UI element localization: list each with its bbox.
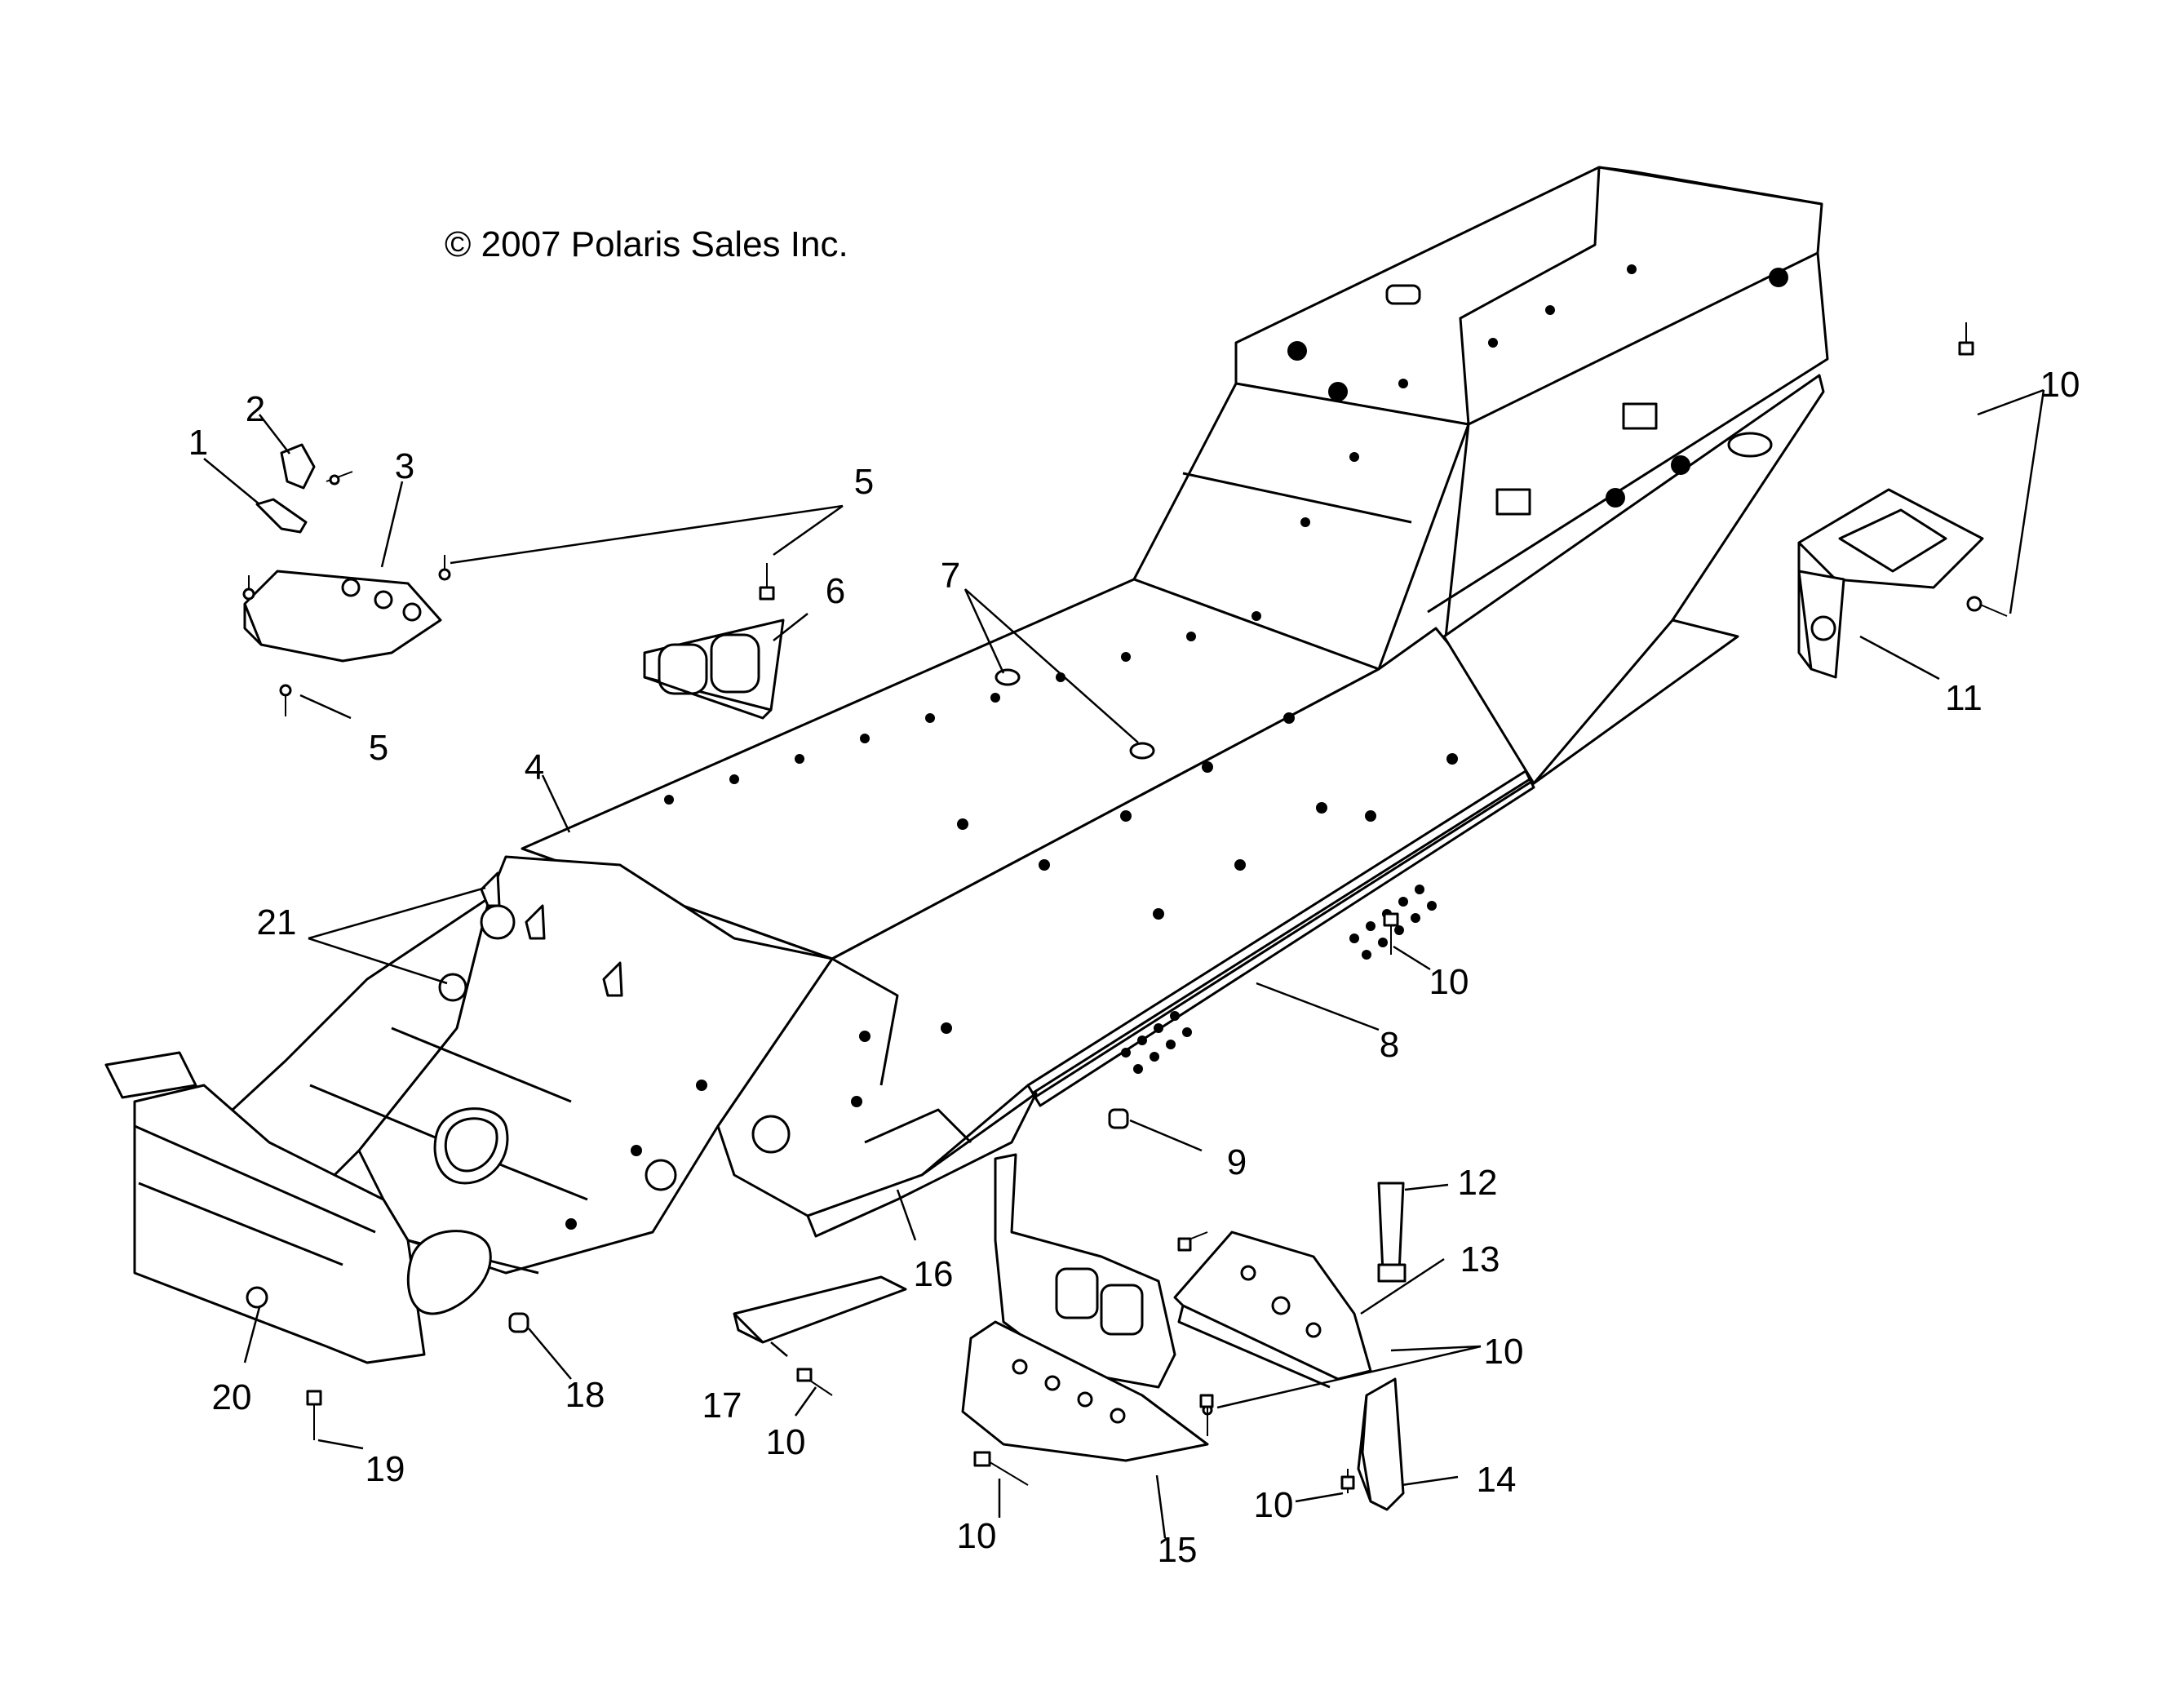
- callout-14: 14: [1476, 1460, 1517, 1500]
- callout-13: 13: [1460, 1239, 1500, 1279]
- callout-5-left: 5: [368, 728, 389, 768]
- part-3-bracket: [242, 570, 442, 663]
- part-9-grommet: [1108, 1108, 1129, 1129]
- callout-10-mid: 10: [1429, 962, 1469, 1002]
- callout-10-bottom: 10: [956, 1516, 997, 1556]
- callout-9: 9: [1226, 1142, 1247, 1182]
- callout-3: 3: [394, 446, 415, 486]
- part-13-panel: [1173, 1230, 1372, 1389]
- callout-5-top: 5: [853, 462, 875, 502]
- callout-10-bottom-right: 10: [1253, 1485, 1294, 1525]
- fastener-10-15: [973, 1451, 1029, 1486]
- copyright-notice: © 2007 Polaris Sales Inc.: [445, 224, 848, 264]
- fastener-10-17: [796, 1368, 833, 1396]
- callout-11: 11: [1945, 678, 1982, 718]
- callout-17: 17: [702, 1386, 742, 1426]
- callout-10-bottom-mid: 10: [765, 1422, 806, 1462]
- part-18-plug: [508, 1312, 529, 1333]
- callout-10-right-mid: 10: [1483, 1332, 1524, 1372]
- callout-21: 21: [256, 902, 297, 942]
- part-14-flap: [1199, 1377, 1405, 1511]
- part-20-hitch: [246, 1286, 268, 1309]
- part-17-plate: [733, 1275, 907, 1344]
- chassis-tunnel: [104, 166, 1829, 1364]
- callout-16: 16: [913, 1254, 954, 1294]
- callout-6: 6: [825, 571, 846, 611]
- fastener-10-mid: [1383, 912, 1399, 955]
- callout-4: 4: [524, 747, 545, 787]
- callout-15: 15: [1157, 1530, 1198, 1570]
- callout-20: 20: [211, 1377, 252, 1417]
- part-12-strap: [1377, 1182, 1407, 1283]
- part-11-bracket: [1797, 322, 2008, 679]
- part-21-hooks: [480, 871, 623, 997]
- callout-12: 12: [1457, 1163, 1498, 1203]
- part-6-grill: [643, 619, 785, 720]
- callout-18: 18: [565, 1375, 605, 1415]
- callout-1: 1: [188, 423, 209, 463]
- callout-10-top-right: 10: [2040, 365, 2080, 405]
- callout-8: 8: [1379, 1025, 1400, 1065]
- part-15-guard: [961, 1153, 1213, 1462]
- callout-2: 2: [245, 389, 266, 429]
- leader-lines: [203, 388, 2045, 1539]
- callout-19: 19: [365, 1449, 405, 1489]
- fastener-5: [279, 555, 775, 716]
- part-19-bolt: [306, 1390, 322, 1440]
- callout-7: 7: [940, 556, 961, 596]
- part-1-2-clip: [255, 443, 353, 534]
